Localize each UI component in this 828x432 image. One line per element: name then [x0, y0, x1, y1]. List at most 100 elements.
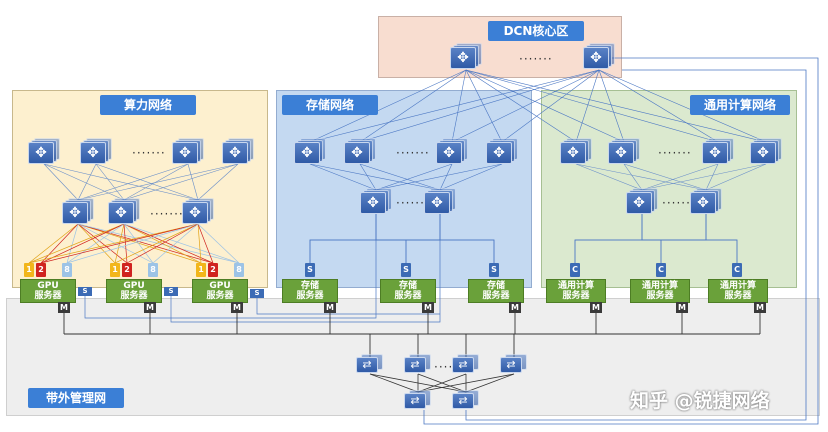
storage-spine-ellipsis: ·······: [396, 146, 430, 160]
storage-server-3-mgmt-port: M: [509, 302, 521, 313]
gpu-rail-link: [77, 223, 202, 264]
storage-server-2-tag: S: [401, 263, 411, 277]
core-mgmt-link: [465, 69, 807, 421]
general-spine-ellipsis: ·······: [658, 146, 692, 160]
general-server-link: [641, 214, 738, 263]
mgmt-fabric-link: [417, 373, 515, 393]
gpu-server-2-port-8: 8: [148, 263, 158, 277]
gpu-server-2-line2: 服务器: [120, 291, 148, 301]
general-server-3-mgmt-port: M: [754, 302, 766, 313]
compute-fabric-link: [187, 163, 199, 201]
general-server-link: [574, 214, 643, 263]
core-to-spine-link: [465, 69, 767, 143]
gpu-rail-link: [114, 223, 199, 264]
mgmt-leaf-switch-4: [500, 354, 528, 374]
core-to-spine-link: [465, 69, 719, 143]
gpu-server-3-mgmt-port: M: [231, 302, 243, 313]
storage-fabric-link: [439, 163, 453, 191]
core-switch-ellipsis: ·······: [519, 52, 553, 66]
compute-fabric-link: [123, 163, 239, 201]
compute-spine-switch-2: [80, 138, 112, 164]
gpu-server-1-port-2: 2: [36, 263, 46, 277]
general-server-2-line2: 服务器: [646, 291, 674, 301]
storage-server-link: [375, 214, 495, 263]
general-fabric-link: [575, 163, 643, 191]
compute-spine-ellipsis: ·······: [132, 146, 166, 160]
gpu-rail-link: [77, 223, 240, 264]
gpu-server-1-line2: 服务器: [34, 291, 62, 301]
compute-fabric-link: [43, 163, 79, 201]
gpu-server-1: GPU 服务器: [20, 279, 76, 303]
core-to-spine-link: [309, 69, 600, 143]
gpu-rail-link: [123, 223, 240, 264]
storage-spine-switch-2: [344, 138, 376, 164]
gpu-rail-link: [28, 223, 125, 264]
gpu-storage-link: [256, 298, 440, 315]
general-spine-switch-2: [608, 138, 640, 164]
general-spine-switch-3: [702, 138, 734, 164]
storage-server-1-mgmt-port: M: [324, 302, 336, 313]
gpu-server-1-line1: GPU: [37, 281, 59, 291]
general-fabric-link: [705, 163, 719, 191]
gpu-rail-link: [28, 223, 79, 264]
gpu-rail-link: [40, 223, 199, 264]
gpu-server-2-storage-port: S: [164, 287, 178, 296]
general-server-link: [574, 214, 707, 263]
storage-fabric-link: [309, 163, 377, 191]
gpu-server-1-port-8: 8: [62, 263, 72, 277]
gpu-rail-link: [123, 223, 128, 264]
general-server-1-line2: 服务器: [562, 291, 590, 301]
general-server-2: 通用计算 服务器: [630, 279, 690, 303]
mgmt-fabric-link: [417, 373, 467, 393]
core-mgmt-link: [423, 57, 819, 425]
gpu-server-2-port-2: 2: [122, 263, 132, 277]
core-to-spine-link: [598, 69, 625, 143]
storage-server-1-line2: 服务器: [296, 291, 324, 301]
storage-server-3-line1: 存储: [486, 281, 505, 291]
general-fabric-link: [623, 163, 643, 191]
compute-fabric-link: [43, 163, 199, 201]
compute-fabric-link: [123, 163, 189, 201]
gpu-server-3: GPU 服务器: [192, 279, 248, 303]
compute-spine-switch-4: [222, 138, 254, 164]
gpu-storage-link: [170, 214, 441, 323]
compute-leaf-switch-2: [108, 198, 140, 224]
compute-fabric-link: [95, 163, 199, 201]
storage-server-link: [405, 214, 441, 263]
gpu-rail-link: [77, 223, 214, 264]
mgmt-fabric-link: [465, 373, 515, 393]
core-to-spine-link: [598, 69, 719, 143]
gpu-server-3-port-8: 8: [234, 263, 244, 277]
general-server-1-mgmt-port: M: [590, 302, 602, 313]
gpu-rail-link: [126, 223, 199, 264]
general-server-2-tag: C: [656, 263, 666, 277]
dcn-core-title: DCN核心区: [488, 21, 584, 41]
core-to-spine-link: [575, 69, 600, 143]
general-server-3-tag: C: [732, 263, 742, 277]
mgmt-spine-switch-1: [404, 390, 432, 410]
gpu-rail-link: [77, 223, 128, 264]
general-server-link: [660, 214, 707, 263]
core-switch-1: [450, 43, 482, 69]
general-server-2-mgmt-port: M: [676, 302, 688, 313]
general-server-1: 通用计算 服务器: [546, 279, 606, 303]
storage-server-3: 存储 服务器: [468, 279, 524, 303]
gpu-rail-link: [77, 223, 116, 264]
gpu-rail-link: [40, 223, 79, 264]
gpu-server-1-port-1: 1: [24, 263, 34, 277]
storage-server-3-tag: S: [489, 263, 499, 277]
core-to-spine-link: [359, 69, 467, 143]
gpu-server-2-line1: GPU: [123, 281, 145, 291]
gpu-storage-link: [84, 214, 377, 319]
gpu-rail-link: [123, 223, 154, 264]
general-server-link: [641, 214, 662, 263]
gpu-rail-link: [197, 223, 214, 264]
storage-server-1: 存储 服务器: [282, 279, 338, 303]
core-to-spine-link: [501, 69, 600, 143]
gpu-rail-link: [197, 223, 240, 264]
mgmt-spine-switch-2: [452, 390, 480, 410]
gpu-server-1-storage-port: S: [78, 287, 92, 296]
core-to-spine-link: [465, 69, 577, 143]
general-fabric-link: [623, 163, 707, 191]
